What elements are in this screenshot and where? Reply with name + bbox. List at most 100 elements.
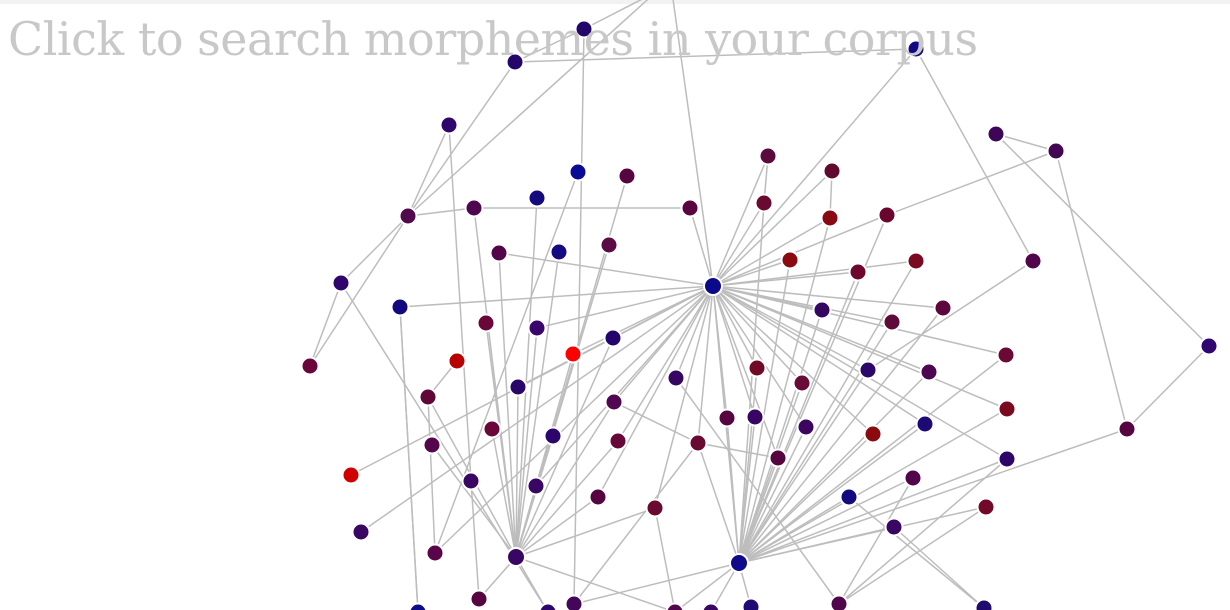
morpheme-node[interactable]: [822, 161, 842, 181]
morpheme-node[interactable]: [425, 543, 445, 563]
graph-edge: [498, 252, 517, 558]
morpheme-node[interactable]: [754, 193, 774, 213]
morpheme-node[interactable]: [526, 476, 546, 496]
morpheme-node[interactable]: [848, 262, 868, 282]
morpheme-node[interactable]: [701, 602, 721, 610]
morpheme-node[interactable]: [666, 368, 686, 388]
morpheme-node[interactable]: [976, 497, 996, 517]
morpheme-node[interactable]: [792, 373, 812, 393]
morpheme-node[interactable]: [508, 377, 528, 397]
morpheme-node[interactable]: [820, 208, 840, 228]
morpheme-node[interactable]: [680, 198, 700, 218]
morpheme-node[interactable]: [563, 344, 583, 364]
morpheme-node[interactable]: [527, 318, 547, 338]
morpheme-node[interactable]: [390, 297, 410, 317]
morpheme-node[interactable]: [933, 298, 953, 318]
morpheme-node[interactable]: [758, 146, 778, 166]
morpheme-node[interactable]: [469, 589, 489, 609]
morpheme-node[interactable]: [919, 362, 939, 382]
morpheme-node[interactable]: [461, 471, 481, 491]
morpheme-node[interactable]: [863, 424, 883, 444]
morpheme-node[interactable]: [906, 39, 926, 59]
morpheme-node[interactable]: [741, 597, 761, 610]
morpheme-node[interactable]: [1023, 251, 1043, 271]
morpheme-node[interactable]: [506, 547, 526, 567]
morpheme-node[interactable]: [717, 408, 737, 428]
morpheme-node[interactable]: [422, 435, 442, 455]
morpheme-node[interactable]: [543, 426, 563, 446]
morpheme-node[interactable]: [747, 358, 767, 378]
morpheme-node[interactable]: [688, 433, 708, 453]
search-prompt[interactable]: Click to search morphemes in your corpus: [8, 12, 978, 66]
morpheme-node[interactable]: [703, 276, 723, 296]
morpheme-node[interactable]: [745, 407, 765, 427]
morpheme-node[interactable]: [408, 602, 428, 610]
graph-edge: [675, 285, 714, 379]
graph-edge: [712, 285, 893, 323]
morpheme-node[interactable]: [997, 449, 1017, 469]
morpheme-node[interactable]: [974, 598, 994, 610]
graph-edge: [838, 506, 987, 605]
morpheme-node[interactable]: [729, 553, 749, 573]
morpheme-node[interactable]: [418, 387, 438, 407]
morpheme-node[interactable]: [398, 206, 418, 226]
graph-edge: [738, 423, 926, 564]
morpheme-node[interactable]: [812, 300, 832, 320]
morpheme-node[interactable]: [604, 392, 624, 412]
morpheme-node[interactable]: [564, 594, 584, 610]
morpheme-node[interactable]: [986, 124, 1006, 144]
morpheme-node[interactable]: [482, 419, 502, 439]
morpheme-node[interactable]: [996, 345, 1016, 365]
morpheme-node[interactable]: [527, 188, 547, 208]
morpheme-node[interactable]: [300, 356, 320, 376]
morpheme-node[interactable]: [915, 414, 935, 434]
morpheme-node[interactable]: [489, 243, 509, 263]
morpheme-node[interactable]: [829, 594, 849, 610]
graph-edge: [573, 28, 585, 605]
morpheme-node[interactable]: [608, 431, 628, 451]
morpheme-node[interactable]: [549, 242, 569, 262]
morpheme-node[interactable]: [839, 487, 859, 507]
graph-edge: [407, 61, 516, 217]
graph-edge: [738, 260, 917, 564]
morpheme-node[interactable]: [882, 312, 902, 332]
morpheme-node[interactable]: [341, 465, 361, 485]
morpheme-node[interactable]: [439, 115, 459, 135]
graph-edge: [515, 507, 656, 558]
graph-edge: [583, 0, 643, 30]
morpheme-node[interactable]: [603, 328, 623, 348]
morpheme-node[interactable]: [617, 166, 637, 186]
morpheme-node[interactable]: [906, 251, 926, 271]
morpheme-node[interactable]: [884, 517, 904, 537]
graph-edge: [867, 260, 1034, 371]
morpheme-node[interactable]: [877, 205, 897, 225]
morpheme-node[interactable]: [538, 602, 558, 610]
graph-edge: [886, 150, 1057, 216]
node-layer[interactable]: [300, 19, 1219, 610]
morpheme-node[interactable]: [505, 52, 525, 72]
morpheme-node[interactable]: [903, 468, 923, 488]
morpheme-node[interactable]: [997, 399, 1017, 419]
morpheme-node[interactable]: [599, 235, 619, 255]
morpheme-node[interactable]: [464, 198, 484, 218]
morpheme-node[interactable]: [1199, 336, 1219, 356]
morpheme-node[interactable]: [768, 448, 788, 468]
morpheme-node[interactable]: [1046, 141, 1066, 161]
morpheme-node[interactable]: [780, 250, 800, 270]
graph-edge: [536, 285, 714, 329]
morpheme-node[interactable]: [1117, 419, 1137, 439]
morpheme-node[interactable]: [796, 417, 816, 437]
morpheme-node[interactable]: [645, 498, 665, 518]
morpheme-node[interactable]: [331, 273, 351, 293]
morpheme-node[interactable]: [447, 351, 467, 371]
graph-edge: [573, 442, 699, 605]
morpheme-node[interactable]: [588, 487, 608, 507]
morpheme-node[interactable]: [568, 162, 588, 182]
morpheme-node[interactable]: [665, 602, 685, 610]
morpheme-node[interactable]: [476, 313, 496, 333]
morpheme-node[interactable]: [351, 522, 371, 542]
morpheme-node[interactable]: [858, 360, 878, 380]
graph-edge: [738, 416, 756, 564]
morpheme-node[interactable]: [574, 19, 594, 39]
